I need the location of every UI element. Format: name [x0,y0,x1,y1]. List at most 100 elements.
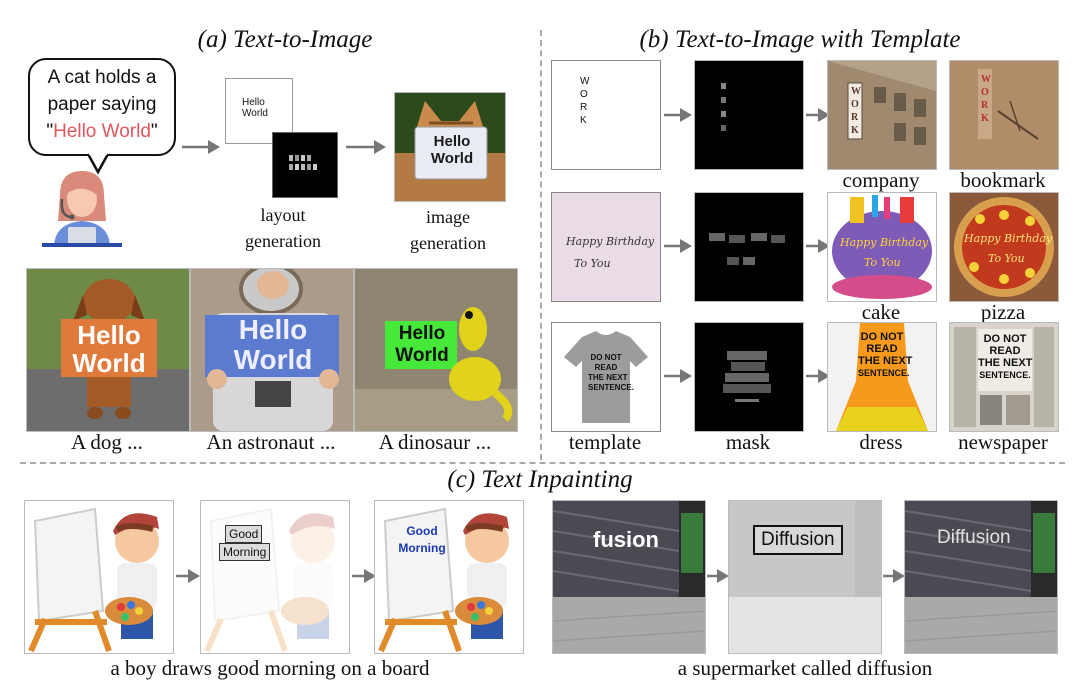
dress-line: READ [866,343,898,355]
shirt-line: SENTENCE. [588,383,634,392]
dog-sign-2: World [72,348,146,378]
birthday-line-2: To You [574,257,611,270]
store-inpaint-box: Diffusion [753,525,843,555]
work-letter: K [580,115,587,126]
dress-image: DO NOT READ THE NEXT SENTENCE. [827,322,937,432]
boy-result-image: Good Morning [374,500,524,654]
arrow-icon [883,569,905,583]
dinosaur-caption: A dinosaur ... [378,430,492,454]
bubble-tail [86,150,110,175]
mask-work [694,60,804,170]
news-line: THE NEXT [978,357,1033,369]
layout-mask [272,132,338,198]
section-a-title: (a) Text-to-Image [197,26,373,53]
vertical-divider [540,30,542,460]
prompt-line-3: "Hello World" [30,118,174,145]
template-work: W O R K [551,60,661,170]
pizza-text-2: To You [988,252,1025,265]
image-label-1: image [426,207,470,227]
shirt-line: READ [594,363,618,372]
cake-text-2: To You [864,256,901,269]
work-letters: W O R K [580,75,589,127]
bookmark-letter: R [981,100,989,111]
store-original-image: fusion [552,500,706,654]
pizza-caption: pizza [980,300,1026,324]
arrow-icon [664,239,692,253]
arrow-icon [806,369,830,383]
layout-label-2: generation [245,231,321,251]
image-generation-label: image generation [390,204,506,256]
board-text-2: Morning [398,541,446,555]
bookmark-letter: O [981,87,989,98]
board-text-1: Good [406,524,438,538]
dress-line: SENTENCE. [858,368,910,378]
arrow-icon [664,369,692,383]
quote-open: " [46,121,54,142]
shirt-line: DO NOT [590,353,622,362]
layout-text-1: Hello [242,97,265,108]
pizza-text-1: Happy Birthday [964,232,1053,245]
news-line: DO NOT [983,333,1027,345]
cake-caption: cake [861,300,901,324]
dress-line: DO NOT [860,331,904,343]
work-letter: R [580,102,588,113]
newspaper-image: DO NOT READ THE NEXT SENTENCE. [949,322,1059,432]
inpaint-box-2: Morning [219,543,271,561]
boy-original-image [24,500,174,654]
news-line: SENTENCE. [979,370,1031,380]
pizza-image: Happy Birthday To You [949,192,1059,302]
dog-image: Hello World [26,268,190,432]
newspaper-caption: newspaper [958,430,1048,454]
image-label-2: generation [410,233,486,253]
bookmark-image: W O R K [949,60,1059,170]
cake-text-1: Happy Birthday [840,236,929,249]
mask-birthday [694,192,804,302]
layout-generation-label: layout generation [228,202,338,254]
store-sign-result: Diffusion [937,527,1011,548]
arrow-icon [664,108,692,122]
shirt-line: THE NEXT [588,373,628,382]
company-letter: W [851,86,861,97]
arrow-icon [806,239,830,253]
dress-caption: dress [859,430,903,454]
arrow-icon [176,569,200,583]
section-b-title: (b) Text-to-Image with Template [639,26,961,53]
company-letter: R [851,112,859,123]
store-result-image: Diffusion [904,500,1058,654]
mask-caption: mask [725,430,771,454]
arrow-icon [182,140,220,154]
prompt-line-2: paper saying [47,94,157,115]
work-letter: W [580,76,590,87]
birthday-line-1: Happy Birthday [566,235,655,248]
news-line: READ [989,345,1021,357]
bookmark-caption: bookmark [960,168,1046,192]
section-c-title: (c) Text Inpainting [447,466,633,493]
astronaut-sign-2: World [233,344,313,375]
astronaut-sign-1: Hello [238,314,308,345]
store-sign-original: fusion [593,527,659,552]
mask-tshirt [694,322,804,432]
bookmark-letter: W [981,74,991,85]
arrow-icon [806,108,830,122]
layout-text-2: World [242,108,268,119]
arrow-icon [707,569,729,583]
astronaut-image: Hello World [190,268,354,432]
cat-sign-1: Hello [433,133,471,150]
dog-caption: A dog ... [71,430,143,454]
dino-sign-2: World [395,345,449,366]
horizontal-divider [20,462,1065,464]
arrow-icon [346,140,386,154]
prompt-line-1: A cat holds a [47,67,157,88]
quote-close: " [150,121,158,142]
inpaint-box-1: Good [225,525,263,543]
cat-sign-2: World [430,150,474,167]
boy-masked-image: Good Morning [200,500,350,654]
dino-sign-1: Hello [398,323,446,344]
astronaut-caption: An astronaut ... [206,430,336,454]
bookmark-letter: K [981,113,989,124]
template-birthday: Happy Birthday To You [551,192,661,302]
arrow-icon [352,569,376,583]
dress-line: THE NEXT [858,355,913,367]
work-letter: O [580,89,588,100]
user-avatar-icon [42,171,122,247]
